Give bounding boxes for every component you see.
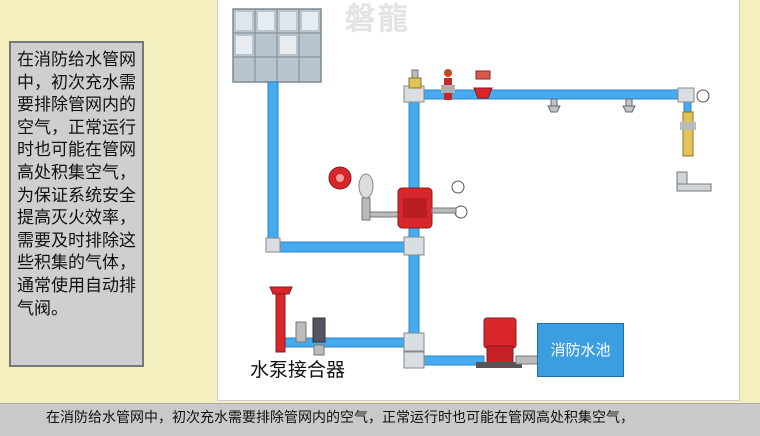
sprinkler-heads bbox=[547, 98, 636, 113]
watermark: 磐龍 bbox=[345, 2, 411, 37]
alarm-valve-assembly bbox=[328, 166, 468, 229]
explanation-panel: 在消防给水管网中，初次充水需要排除管网内的空气，正常运行时也可能在管网高处积集空… bbox=[9, 41, 144, 367]
fire-pump bbox=[476, 317, 539, 368]
pipe-fittings bbox=[265, 85, 695, 369]
pipe-network bbox=[267, 81, 692, 366]
pump-adapter-device bbox=[269, 286, 326, 356]
caption-bar: 在消防给水管网中，初次充水需要排除管网内的空气，正常运行时也可能在管网高处积集空… bbox=[0, 403, 760, 436]
pump-adapter-label: 水泵接合器 bbox=[250, 359, 346, 381]
rooftop-water-tank bbox=[232, 8, 322, 83]
top-valve-group bbox=[408, 69, 493, 100]
end-test-station bbox=[676, 89, 712, 192]
water-tank-label: 消防水池 bbox=[537, 323, 624, 377]
